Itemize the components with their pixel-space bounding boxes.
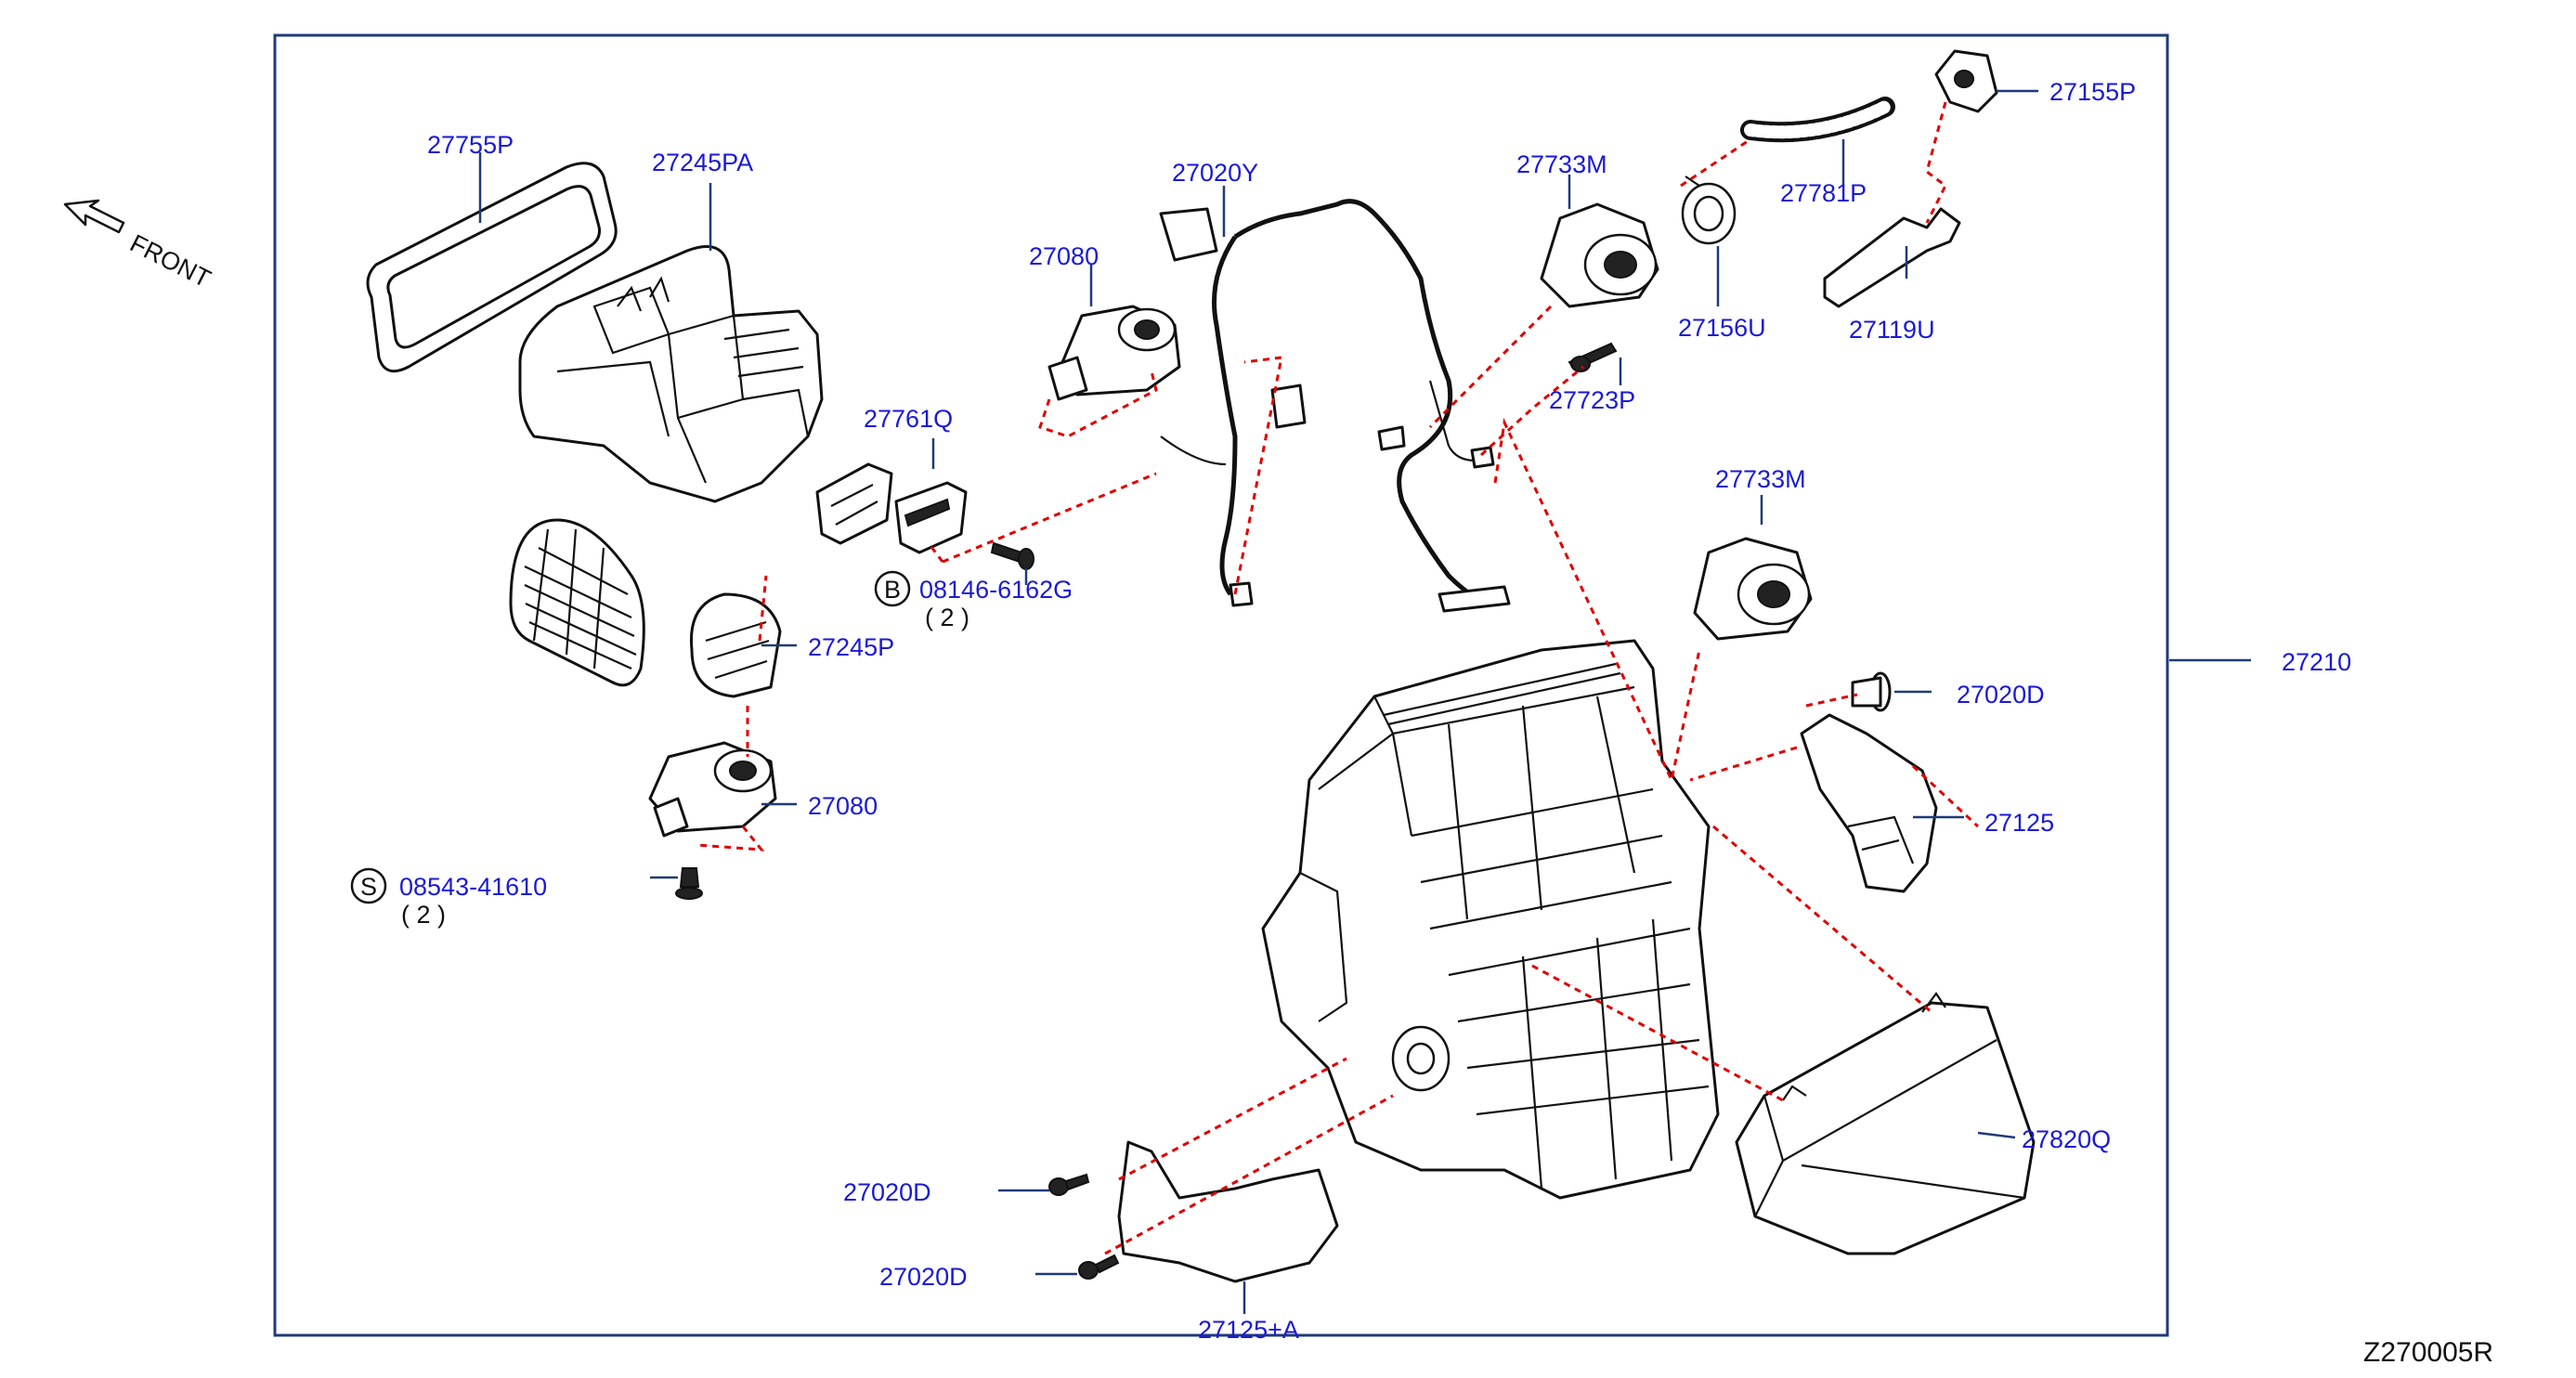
sensor-part: [1568, 342, 1618, 372]
diagram-frame: [273, 33, 2169, 1337]
aspirator-part: [1823, 207, 1961, 308]
duct-piece-part: [689, 592, 782, 698]
front-arrow-icon: [63, 199, 125, 234]
label-27210: 27210: [2282, 648, 2351, 676]
label-27125: 27125: [1984, 809, 2054, 837]
fastener-s-symbol-icon: [350, 867, 387, 904]
fastener-s-symbol: S: [360, 873, 377, 901]
fastener-b-symbol: B: [884, 576, 901, 604]
blower-housing-part: [518, 245, 824, 503]
label-27733M-mid: 27733M: [1715, 465, 1806, 493]
grommet-part: [1681, 176, 1737, 245]
lower-case-part: [1735, 992, 2036, 1255]
mode-actuator-bottom-part: [648, 741, 777, 838]
label-27020Y: 27020Y: [1172, 159, 1258, 187]
label-27820Q: 27820Q: [2022, 1125, 2111, 1153]
connection-lines: [696, 101, 1980, 1255]
fastener-b-symbol-icon: [874, 570, 911, 607]
label-27733M-top: 27733M: [1516, 150, 1607, 178]
wire-harness-part: [1159, 199, 1511, 613]
clip-part: [1934, 49, 1998, 113]
filter-frame-part: [366, 162, 618, 373]
label-27155P: 27155P: [2049, 78, 2136, 106]
bracket-part: [1117, 1140, 1339, 1283]
actuator-lower-part: [1693, 537, 1813, 641]
fastener-b-qty: ( 2 ): [925, 604, 969, 631]
grille-panel-part: [509, 518, 645, 687]
label-27020D-left2: 27020D: [879, 1263, 968, 1291]
mode-actuator-top-part: [1047, 305, 1181, 401]
side-duct-part: [1800, 713, 1938, 893]
screw-s-part: [675, 867, 703, 900]
label-27125A: 27125+A: [1198, 1316, 1299, 1344]
label-27119U: 27119U: [1849, 316, 1935, 344]
diagram-code: Z270005R: [2363, 1337, 2493, 1368]
screw-left1-part: [1048, 1173, 1090, 1196]
fastener-s-part-no: 08543-41610: [399, 873, 547, 901]
label-27755P: 27755P: [427, 131, 514, 159]
label-27080-bottom: 27080: [808, 792, 878, 820]
label-27020D-right: 27020D: [1957, 681, 2045, 708]
actuator-upper-part: [1540, 202, 1659, 308]
front-label: FRONT: [125, 229, 215, 293]
label-27080-top: 27080: [1029, 242, 1099, 270]
heater-unit-part: [1261, 639, 1720, 1200]
label-27020D-left1: 27020D: [843, 1178, 931, 1206]
screw-right-part: [1851, 671, 1892, 712]
label-27245P: 27245P: [808, 633, 894, 661]
blower-resistor-part: [815, 462, 968, 554]
label-27723P: 27723P: [1549, 386, 1635, 414]
fastener-b-part-no: 08146-6162G: [919, 576, 1073, 604]
screw-left2-part: [1078, 1254, 1120, 1280]
fastener-s-qty: ( 2 ): [401, 901, 446, 929]
aspirator-hose-part: [1740, 97, 1895, 143]
label-27245PA: 27245PA: [652, 149, 753, 176]
label-27156U: 27156U: [1678, 314, 1766, 342]
leader-lines: [478, 89, 2251, 1314]
bolt-b-part: [990, 541, 1034, 570]
label-27781P: 27781P: [1780, 179, 1867, 207]
label-27761Q: 27761Q: [864, 405, 953, 433]
